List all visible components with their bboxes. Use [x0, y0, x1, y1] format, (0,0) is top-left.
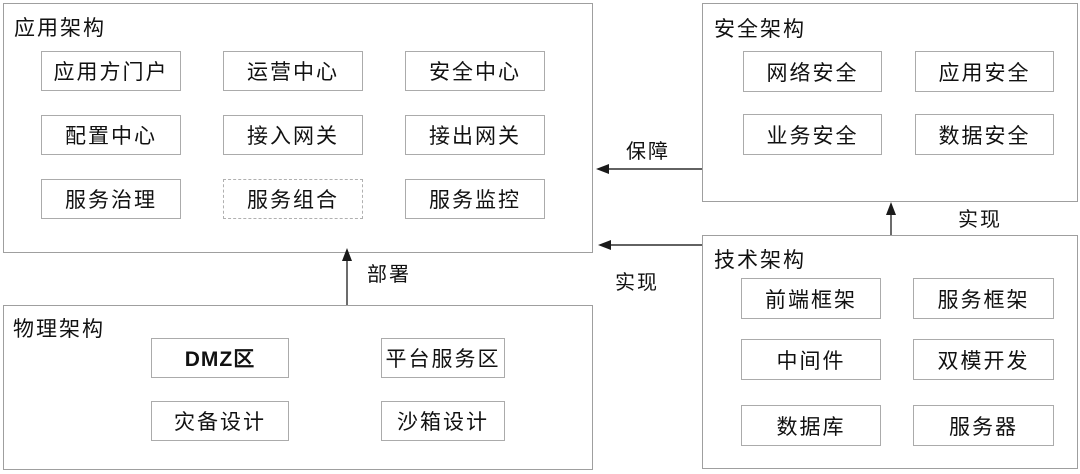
panel-physical-architecture: 物理架构 DMZ区 平台服务区 灾备设计 沙箱设计	[3, 305, 593, 470]
panel-title-application: 应用架构	[14, 16, 106, 40]
node-database: 数据库	[741, 405, 881, 446]
panel-title-security: 安全架构	[714, 17, 806, 41]
arrow-label-realize-application: 实现	[615, 272, 659, 294]
node-platform-service-zone: 平台服务区	[381, 338, 505, 378]
arrow-label-guarantee: 保障	[626, 141, 670, 163]
panel-security-architecture: 安全架构 网络安全 应用安全 业务安全 数据安全	[702, 3, 1078, 202]
node-service-composition: 服务组合	[223, 179, 363, 219]
node-sandbox-design: 沙箱设计	[381, 401, 505, 441]
node-security-center: 安全中心	[405, 51, 545, 91]
arrow-realize-application-head	[598, 240, 611, 250]
node-service-governance: 服务治理	[41, 179, 181, 219]
node-service-framework: 服务框架	[913, 278, 1054, 319]
node-inbound-gateway: 接入网关	[223, 115, 363, 155]
arrow-guarantee-head	[596, 164, 609, 174]
node-data-security: 数据安全	[915, 114, 1054, 155]
node-disaster-recovery-design: 灾备设计	[151, 401, 289, 441]
node-frontend-framework: 前端框架	[741, 278, 881, 319]
panel-application-architecture: 应用架构 应用方门户 运营中心 安全中心 配置中心 接入网关 接出网关 服务治理…	[3, 3, 593, 253]
node-app-portal: 应用方门户	[41, 51, 181, 91]
node-dmz-zone: DMZ区	[151, 338, 289, 378]
node-middleware: 中间件	[741, 339, 881, 380]
panel-technology-architecture: 技术架构 前端框架 服务框架 中间件 双模开发 数据库 服务器	[702, 235, 1078, 469]
node-dual-mode-dev: 双模开发	[913, 339, 1054, 380]
node-outbound-gateway: 接出网关	[405, 115, 545, 155]
panel-title-physical: 物理架构	[13, 317, 105, 341]
arrow-realize-security-head	[886, 202, 896, 215]
node-service-monitoring: 服务监控	[405, 179, 545, 219]
node-application-security: 应用安全	[915, 51, 1054, 92]
node-server: 服务器	[913, 405, 1054, 446]
node-config-center: 配置中心	[41, 115, 181, 155]
arrow-label-realize-security: 实现	[958, 209, 1002, 231]
arrow-label-deploy: 部署	[367, 264, 411, 286]
panel-title-technology: 技术架构	[714, 248, 806, 272]
node-operation-center: 运营中心	[223, 51, 363, 91]
node-network-security: 网络安全	[743, 51, 882, 92]
node-business-security: 业务安全	[743, 114, 882, 155]
